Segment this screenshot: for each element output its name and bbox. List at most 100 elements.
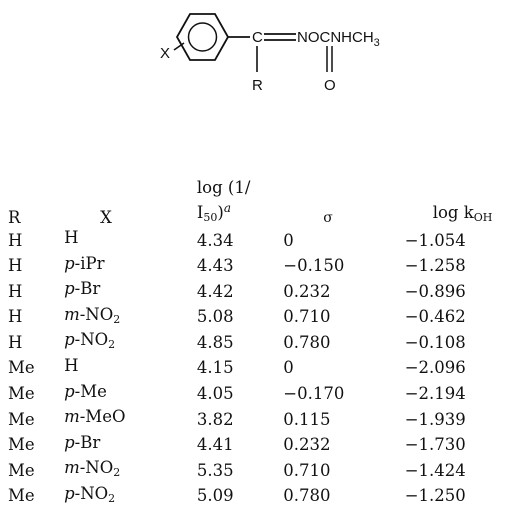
cell-x-position: m	[64, 304, 80, 324]
cell-x: p-iPr	[64, 254, 183, 280]
cell-x-group: -Br	[74, 432, 101, 452]
cell-log-koh: −1.939	[404, 409, 466, 429]
chemical-structure: X C NOCNHCH3 R O	[160, 13, 380, 94]
cell-x: p-NO2	[64, 330, 183, 356]
cell-sigma: 0.780	[283, 486, 331, 506]
cell-log-i50: 4.34	[196, 230, 234, 250]
table-row: Me H 4.15 0 −2.096	[8, 356, 518, 382]
table-row: Me m-MeO 3.82 0.115 −1.939	[8, 407, 518, 433]
cell-log-i50: 5.08	[196, 307, 234, 327]
cell-r: H	[8, 230, 23, 250]
cell-x-position: p	[64, 253, 75, 273]
cell-log-koh: −1.730	[404, 435, 466, 455]
cell-x: H	[64, 228, 183, 254]
cell-x-group: -NO	[79, 304, 114, 324]
cell-r: H	[8, 332, 23, 352]
cell-x-subscript: 2	[113, 312, 121, 326]
cell-x: H	[64, 356, 183, 382]
cell-log-i50: 4.85	[196, 332, 234, 352]
cell-x: m-MeO	[64, 407, 183, 433]
cell-x-position: m	[64, 407, 80, 427]
cell-sigma: −0.170	[283, 384, 345, 404]
substituent-x-label: X	[160, 45, 170, 62]
table-header-row: R X log (1/ I50)a σ log kOH	[8, 170, 518, 228]
cell-sigma: 0.780	[283, 332, 331, 352]
cell-log-koh: −1.424	[404, 460, 466, 480]
cell-log-koh: −1.250	[404, 486, 466, 506]
cell-x: m-NO2	[64, 305, 183, 331]
cell-x-group: -NO	[79, 458, 114, 478]
cell-x-group: -iPr	[74, 253, 105, 273]
cell-r: Me	[8, 358, 35, 378]
benzene-ring	[175, 13, 230, 61]
cell-r: Me	[8, 409, 35, 429]
cell-log-i50: 4.05	[196, 384, 234, 404]
cell-x: m-NO2	[64, 458, 183, 484]
cell-x-group: -NO	[74, 483, 109, 503]
cell-x-position: p	[64, 279, 75, 299]
cell-log-i50: 4.42	[196, 281, 234, 301]
cell-r: Me	[8, 486, 35, 506]
cell-x-position: m	[64, 458, 80, 478]
imine-carbon-label: C	[252, 29, 263, 46]
cell-x: p-NO2	[64, 484, 183, 510]
cell-x: p-Me	[64, 382, 183, 408]
cell-x: p-Br	[64, 433, 183, 459]
cell-x-subscript: 2	[108, 491, 116, 505]
cell-log-i50: 4.41	[196, 435, 234, 455]
cell-sigma: 0	[283, 358, 294, 378]
header-r: R	[8, 208, 21, 227]
header-log-line2: I50)a	[196, 201, 231, 224]
cell-log-i50: 3.82	[196, 409, 234, 429]
cell-r: Me	[8, 384, 35, 404]
aromatic-circle	[187, 22, 218, 52]
cell-x-group: -Me	[74, 381, 107, 401]
header-log-i50: log (1/ I50)a	[183, 170, 283, 228]
chain-label: NOCNHCH3	[297, 29, 380, 49]
cell-r: H	[8, 281, 23, 301]
cell-sigma: 0.232	[283, 281, 331, 301]
cell-x-position: p	[64, 330, 75, 350]
cell-r: H	[8, 256, 23, 276]
cell-x-subscript: 2	[108, 338, 116, 352]
cell-log-koh: −2.194	[404, 384, 466, 404]
header-x: X	[100, 208, 112, 227]
header-log-line1: log (1/	[196, 178, 251, 197]
cell-r: Me	[8, 460, 35, 480]
cell-log-koh: −1.258	[404, 256, 466, 276]
table-row: Me p-Me 4.05 −0.170 −2.194	[8, 382, 518, 408]
cell-log-koh: −0.896	[404, 281, 466, 301]
cell-log-koh: −0.462	[404, 307, 466, 327]
cell-x-group: -NO	[74, 330, 109, 350]
cell-log-koh: −1.054	[404, 230, 466, 250]
carbonyl-oxygen-label: O	[324, 77, 336, 94]
cell-r: H	[8, 307, 23, 327]
cell-x-group: H	[64, 228, 79, 247]
x-bond	[173, 42, 185, 51]
cell-log-koh: −2.096	[404, 358, 466, 378]
header-log-koh: log kOH	[432, 203, 493, 224]
cell-sigma: 0.115	[283, 409, 331, 429]
cell-x-subscript: 2	[113, 466, 121, 480]
cell-sigma: 0.232	[283, 435, 331, 455]
cell-log-i50: 4.15	[196, 358, 234, 378]
cell-sigma: 0.710	[283, 460, 331, 480]
cell-x-position: p	[64, 483, 75, 503]
table-row: Me p-Br 4.41 0.232 −1.730	[8, 433, 518, 459]
cell-x: p-Br	[64, 279, 183, 305]
cell-x-group: -Br	[74, 279, 101, 299]
cell-x-group: -MeO	[79, 407, 126, 427]
r-group-label: R	[252, 77, 263, 94]
cell-sigma: 0.710	[283, 307, 331, 327]
cell-log-i50: 5.09	[196, 486, 234, 506]
cell-r: Me	[8, 435, 35, 455]
cell-log-i50: 4.43	[196, 256, 234, 276]
cell-x-group: H	[64, 355, 79, 375]
table-row: Me p-NO2 5.09 0.780 −1.250	[8, 484, 518, 510]
cell-x-position: p	[64, 432, 75, 452]
